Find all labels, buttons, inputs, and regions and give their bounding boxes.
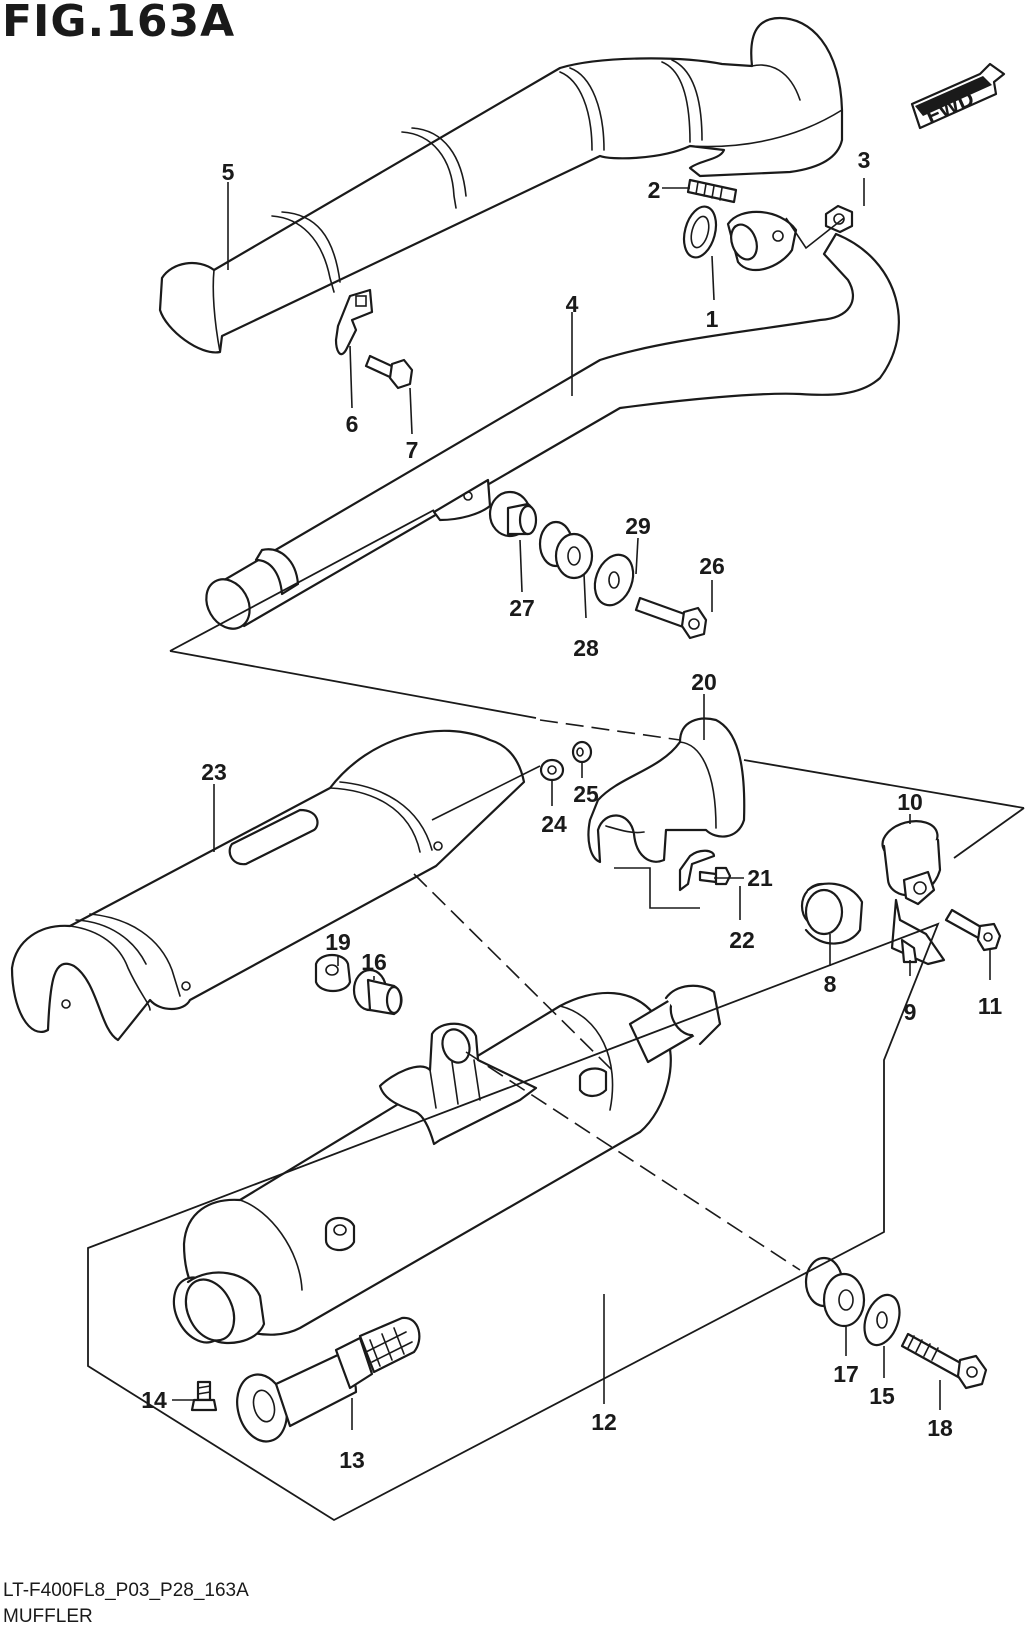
callout-26: 26 — [699, 553, 725, 579]
callout-18: 18 — [927, 1415, 953, 1441]
part-19-nut — [314, 953, 352, 993]
callout-2: 2 — [648, 177, 661, 203]
part-5-heat-shield — [158, 16, 844, 354]
callout-labels: 1 2 3 4 5 6 7 8 9 10 11 12 13 14 15 16 1… — [141, 147, 1002, 1473]
figure-code: LT-F400FL8_P03_P28_163A — [3, 1580, 249, 1601]
callout-28: 28 — [573, 635, 599, 661]
part-17-grommet — [804, 1256, 866, 1328]
callout-8: 8 — [824, 971, 837, 997]
part-18-bolt — [900, 1332, 988, 1390]
callout-25: 25 — [573, 781, 599, 807]
part-27-bushing — [488, 490, 538, 538]
callout-23: 23 — [201, 759, 227, 785]
part-8-collar — [800, 882, 864, 945]
part-21-clip — [678, 849, 716, 892]
part-11-bolt — [944, 908, 1002, 952]
callout-21: 21 — [747, 865, 773, 891]
part-3-nut — [824, 204, 854, 234]
part-4-exhaust-pipe — [205, 210, 900, 630]
part-23-muffler-cover — [10, 729, 526, 1042]
part-25-nut — [571, 740, 593, 764]
callout-20: 20 — [691, 669, 717, 695]
part-10-clamp — [881, 820, 942, 906]
callout-3: 3 — [858, 147, 871, 173]
callout-29: 29 — [625, 513, 651, 539]
part-22-screw — [698, 866, 732, 886]
callout-12: 12 — [591, 1409, 617, 1435]
callout-1: 1 — [706, 306, 719, 332]
callout-22: 22 — [729, 927, 755, 953]
callout-17: 17 — [833, 1361, 859, 1387]
callout-9: 9 — [904, 999, 917, 1025]
part-15-washer — [863, 1293, 901, 1347]
leader-lines — [172, 178, 991, 1430]
part-13-spark-arrester — [236, 1316, 421, 1443]
figure-name: MUFFLER — [3, 1606, 93, 1627]
callout-4: 4 — [566, 291, 579, 317]
assembly-lines — [87, 217, 1025, 1522]
callout-15: 15 — [869, 1383, 895, 1409]
callout-14: 14 — [141, 1387, 167, 1413]
callout-16: 16 — [361, 949, 387, 975]
part-16-collar — [352, 968, 403, 1016]
callout-5: 5 — [222, 159, 235, 185]
part-12-muffler — [172, 984, 722, 1345]
callout-7: 7 — [406, 437, 419, 463]
part-28-grommet — [538, 520, 594, 580]
callout-27: 27 — [509, 595, 535, 621]
part-29-washer — [593, 553, 635, 607]
fwd-arrow-icon: FWD — [910, 62, 1006, 130]
part-26-bolt — [634, 596, 708, 640]
callout-6: 6 — [346, 411, 359, 437]
callout-10: 10 — [897, 789, 923, 815]
part-20-joint-cover — [587, 717, 746, 864]
part-24-washer — [539, 758, 565, 782]
part-14-screw — [190, 1380, 218, 1412]
callout-11: 11 — [978, 993, 1003, 1019]
part-1-gasket — [682, 205, 718, 259]
figure-title: FIG.163A — [2, 0, 236, 47]
part-2-stud-bolt — [686, 178, 738, 204]
callout-19: 19 — [325, 929, 351, 955]
callout-13: 13 — [339, 1447, 365, 1473]
part-6-bracket — [334, 288, 374, 356]
callout-24: 24 — [541, 811, 567, 837]
part-7-bolt — [364, 354, 414, 390]
